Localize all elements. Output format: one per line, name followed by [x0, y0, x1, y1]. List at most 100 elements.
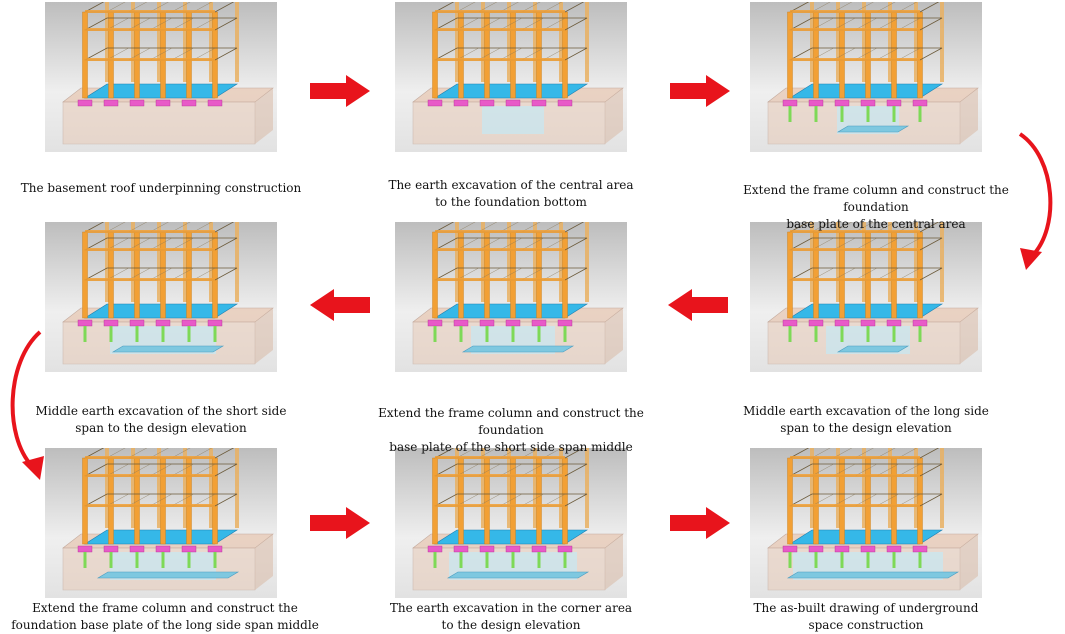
frame-column-back [105, 448, 109, 528]
pile-cap [782, 99, 798, 107]
frame-column [562, 11, 568, 99]
extended-column [511, 552, 515, 568]
pile-cap [453, 99, 469, 107]
extended-column [814, 326, 818, 342]
floor-beam [85, 230, 215, 233]
step-2-render [395, 2, 627, 152]
frame-column [917, 11, 923, 99]
soil-side [255, 534, 273, 590]
frame-column-back [183, 448, 187, 528]
frame-column [432, 11, 438, 99]
frame-column-back [481, 2, 485, 82]
pile-cap [886, 99, 902, 107]
building-model-4 [767, 222, 979, 365]
frame-column-back [131, 448, 135, 528]
frame-column-back [940, 448, 944, 528]
floor-beam [85, 278, 215, 281]
pile-cap [505, 99, 521, 107]
pile-cap [129, 99, 145, 107]
pile-cap [479, 319, 495, 327]
frame-column-back [836, 448, 840, 528]
pile-cap [129, 545, 145, 553]
pile-cap [155, 99, 171, 107]
extended-column [83, 552, 87, 568]
pile-cap [531, 319, 547, 327]
step-5-caption: Extend the frame column and construct th… [378, 406, 644, 454]
floor-beam [790, 248, 920, 251]
extended-column [511, 326, 515, 342]
soil-side [605, 308, 623, 364]
frame-column-back [131, 2, 135, 82]
frame-column [432, 231, 438, 319]
step-6-caption: Middle earth excavation of the short sid… [35, 404, 287, 435]
soil-side [960, 308, 978, 364]
frame-column-back [585, 222, 589, 302]
frame-column-back [940, 2, 944, 82]
pile-cap [505, 319, 521, 327]
building-model-1 [62, 2, 274, 145]
frame-column-back [209, 222, 213, 302]
extended-column [135, 552, 139, 568]
pile-cap [886, 319, 902, 327]
building-model-3 [767, 2, 979, 145]
pile-cap [207, 545, 223, 553]
frame-column [787, 11, 793, 99]
pile-cap [207, 319, 223, 327]
frame-column [813, 11, 819, 99]
extended-column [161, 326, 165, 342]
frame-column [562, 231, 568, 319]
extended-column [892, 326, 896, 342]
foundation-base-plate [836, 345, 910, 353]
frame-column [839, 231, 845, 319]
floor-beam [435, 28, 565, 31]
frame-column [891, 231, 897, 319]
pile-cap [557, 99, 573, 107]
frame-column [82, 231, 88, 319]
arrow-right-icon [670, 507, 730, 539]
arrow-right-icon [310, 75, 370, 107]
pile-cap [860, 545, 876, 553]
frame-column [186, 11, 192, 99]
frame-column-back [455, 2, 459, 82]
frame-column-back [507, 222, 511, 302]
floor-beam [85, 28, 215, 31]
frame-column-back [157, 2, 161, 82]
pile-cap [557, 319, 573, 327]
excavation-pit [482, 106, 544, 134]
frame-column [458, 457, 464, 545]
step-1-render [45, 2, 277, 152]
frame-column-back [810, 222, 814, 302]
building-model-8 [412, 448, 624, 591]
pile-cap [453, 545, 469, 553]
floor-beam [435, 248, 565, 251]
frame-column [108, 231, 114, 319]
frame-column [82, 457, 88, 545]
pile-cap [782, 319, 798, 327]
frame-column-back [507, 2, 511, 82]
floor-beam [790, 58, 920, 61]
step-5-render [395, 222, 627, 372]
foundation-base-plate [96, 571, 240, 579]
frame-column-back [209, 448, 213, 528]
pile-cap [479, 545, 495, 553]
step-9-render [750, 448, 982, 598]
frame-column-back [585, 2, 589, 82]
step-3-render [750, 2, 982, 152]
soil-side [255, 308, 273, 364]
floor-beam [85, 456, 215, 459]
frame-column-back [836, 2, 840, 82]
pile-cap [531, 99, 547, 107]
frame-column [186, 457, 192, 545]
soil-side [605, 88, 623, 144]
extended-column [840, 106, 844, 122]
pile-cap [860, 319, 876, 327]
building-model-7 [62, 448, 274, 591]
floor-beam [85, 58, 215, 61]
frame-column-back [836, 222, 840, 302]
step-4-render [750, 222, 982, 372]
frame-column-back [914, 2, 918, 82]
pile-cap [808, 99, 824, 107]
extended-column [459, 552, 463, 568]
frame-column [536, 11, 542, 99]
